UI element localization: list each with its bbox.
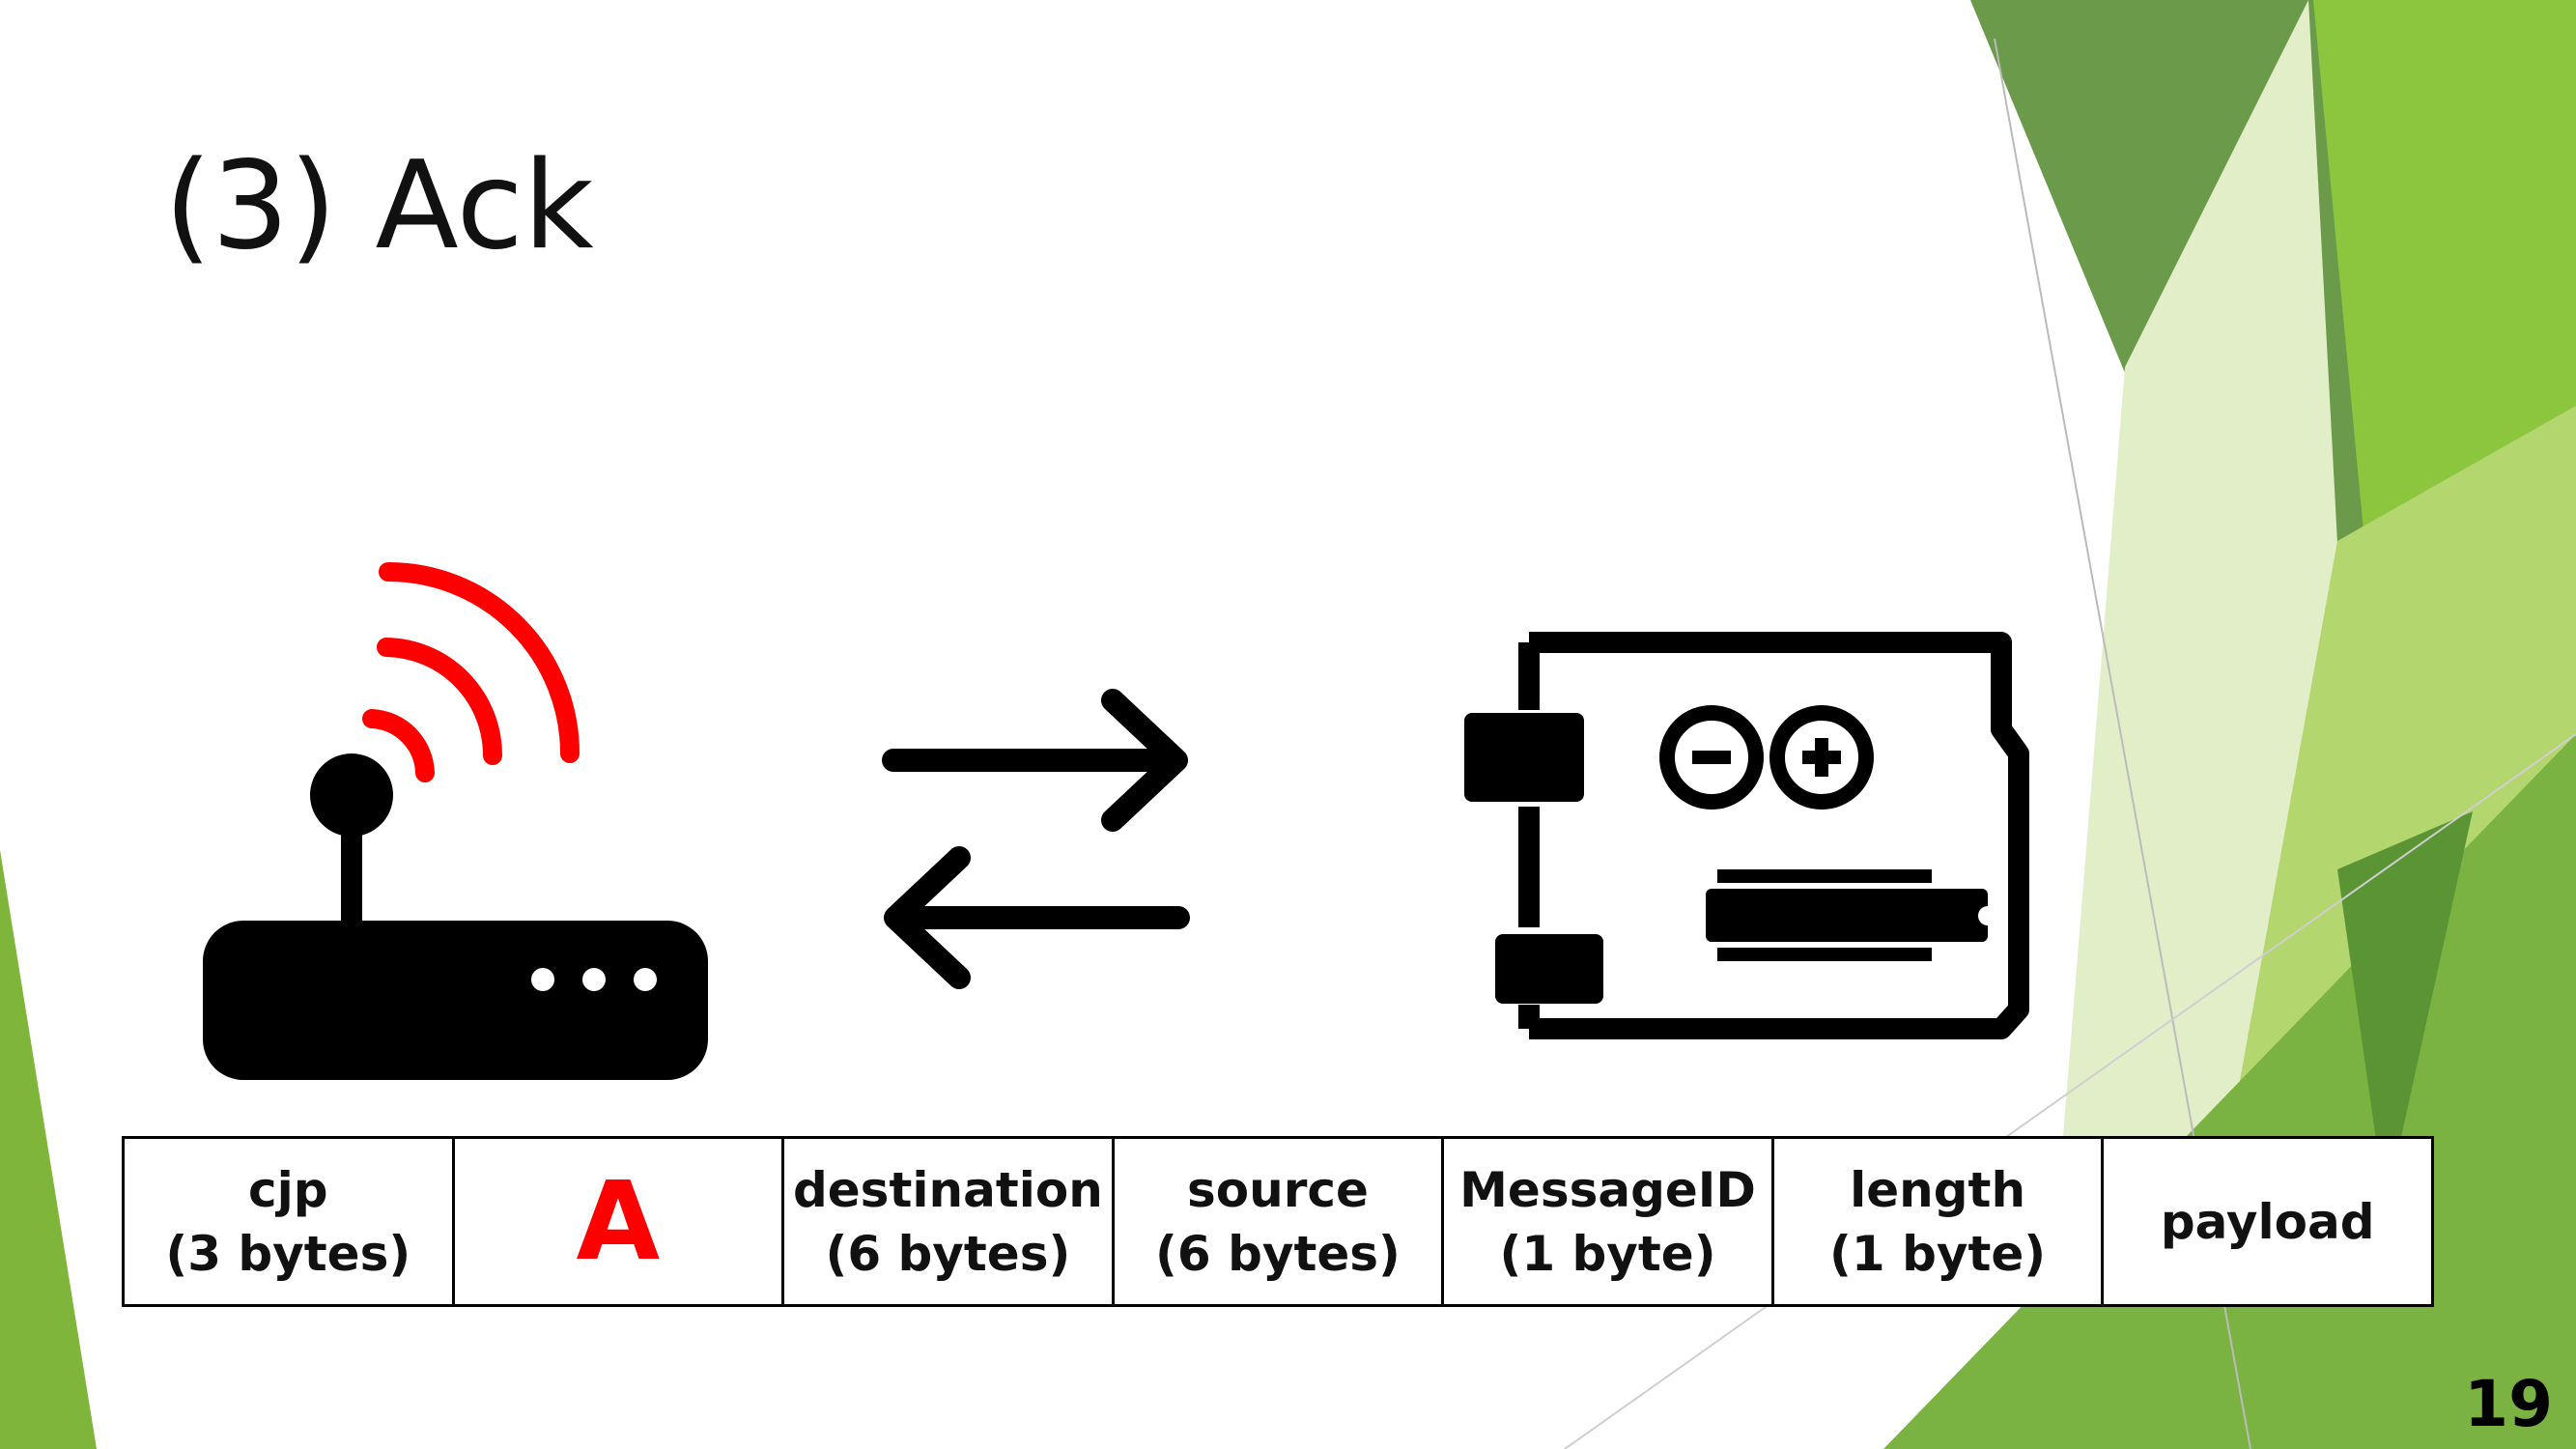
logo-right-loop bbox=[1769, 705, 1874, 810]
logo-plus-v bbox=[1815, 738, 1828, 777]
router-body bbox=[203, 921, 708, 1080]
green-deep-wedge bbox=[2337, 811, 2473, 1208]
antenna-tip bbox=[310, 753, 393, 837]
chip-pins-bottom bbox=[1717, 948, 1932, 961]
field-size: (3 bytes) bbox=[165, 1225, 411, 1282]
antenna-mast bbox=[341, 811, 362, 927]
usb-port bbox=[1464, 713, 1584, 802]
packet-field: length (1 byte) bbox=[1770, 1136, 2105, 1307]
router-light-1 bbox=[531, 968, 554, 991]
field-name: source bbox=[1187, 1161, 1369, 1218]
packet-field: MessageID (1 byte) bbox=[1441, 1136, 1774, 1307]
wifi-wave-mid bbox=[377, 638, 502, 765]
field-size: (1 byte) bbox=[1499, 1225, 1716, 1282]
logo-minus bbox=[1692, 751, 1731, 764]
logo-left-loop bbox=[1659, 705, 1764, 810]
router-light-3 bbox=[634, 968, 657, 991]
wifi-wave-small bbox=[362, 709, 435, 782]
field-name: A bbox=[576, 1158, 661, 1285]
infinity-logo bbox=[1659, 705, 1874, 810]
field-name: payload bbox=[2160, 1193, 2375, 1250]
arrow-right-head bbox=[1101, 689, 1188, 832]
field-size: (6 bytes) bbox=[825, 1225, 1071, 1282]
arduino-board-icon bbox=[1464, 632, 2029, 1039]
board-outline bbox=[1529, 632, 2029, 1039]
wifi-wave-large bbox=[379, 562, 580, 763]
packet-field: source (6 bytes) bbox=[1111, 1136, 1445, 1307]
thin-line-2 bbox=[1564, 733, 2576, 1449]
packet-field: A bbox=[451, 1136, 785, 1307]
router-light-2 bbox=[582, 968, 606, 991]
packet-field: payload bbox=[2101, 1136, 2434, 1307]
field-size: (6 bytes) bbox=[1155, 1225, 1401, 1282]
field-name: MessageID bbox=[1459, 1161, 1756, 1218]
chip-notch bbox=[1978, 906, 1997, 925]
field-name: cjp bbox=[247, 1161, 328, 1218]
chip-body bbox=[1706, 889, 1988, 942]
slide-title: (3) Ack bbox=[164, 134, 594, 276]
power-jack bbox=[1495, 934, 1603, 1004]
green-stripe-left bbox=[0, 850, 97, 1449]
field-size: (1 byte) bbox=[1829, 1225, 2047, 1282]
chip-pins-top bbox=[1717, 869, 1932, 883]
field-name: destination bbox=[792, 1161, 1103, 1218]
packet-field: destination (6 bytes) bbox=[781, 1136, 1115, 1307]
field-name: length bbox=[1850, 1161, 2026, 1218]
bidirectional-arrows-icon bbox=[882, 689, 1190, 989]
microcontroller-chip bbox=[1706, 869, 1997, 961]
packet-field: cjp (3 bytes) bbox=[122, 1136, 455, 1307]
arrow-left-head bbox=[884, 846, 971, 989]
wifi-router-icon bbox=[203, 562, 708, 1080]
page-number: 19 bbox=[2464, 1367, 2553, 1441]
